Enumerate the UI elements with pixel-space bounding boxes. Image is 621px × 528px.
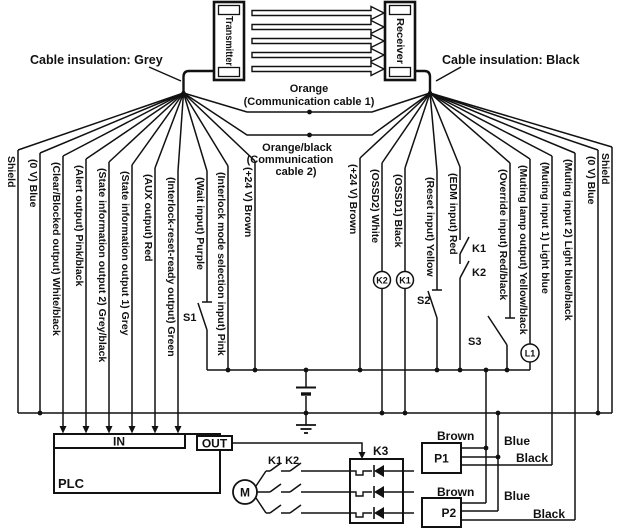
comm-cable2-desc2: cable 2) bbox=[276, 166, 317, 178]
wire-label: Shield bbox=[5, 156, 17, 188]
p1-black-label: Black bbox=[516, 451, 548, 465]
lamp-l1 bbox=[520, 343, 540, 363]
switch-s1-label: S1 bbox=[183, 312, 196, 324]
wire-label: (0 V) Blue bbox=[27, 159, 39, 208]
wire-label: (State information output 2) Grey/black bbox=[96, 168, 108, 362]
transmitter-box bbox=[212, 0, 246, 82]
grey-cable-label: Cable insulation: Grey bbox=[30, 53, 163, 67]
wire-label: (AUX output) Red bbox=[142, 174, 154, 261]
wire-label: Shield bbox=[599, 153, 611, 185]
receiver-box bbox=[383, 0, 417, 82]
comm-cable1-desc: (Communication cable 1) bbox=[244, 96, 375, 108]
relay-coil-k2-label: K2 bbox=[376, 276, 388, 286]
right-fan bbox=[359, 92, 613, 172]
sensor-p2 bbox=[421, 497, 462, 528]
black-cable-pointer bbox=[435, 66, 462, 82]
p2-brown-label: Brown bbox=[437, 485, 474, 499]
switch-s1 bbox=[197, 301, 212, 331]
contactor-k3 bbox=[349, 458, 414, 524]
in-arrowheads bbox=[59, 426, 182, 434]
relay-coil-k1-label: K1 bbox=[399, 276, 411, 286]
wire-label: (Interlock mode selection input) Pink bbox=[215, 172, 227, 356]
left-vertical-wires bbox=[17, 150, 256, 427]
power-rail-24v bbox=[207, 367, 530, 373]
sensor-wiring bbox=[461, 370, 575, 521]
wire-label: (Muting lamp output) Yellow/black bbox=[517, 165, 529, 335]
battery-symbol bbox=[296, 370, 316, 413]
out-port-label: OUT bbox=[202, 437, 228, 451]
beam-arrows bbox=[251, 5, 386, 77]
wire-label: (0 V) Blue bbox=[585, 156, 597, 205]
left-wire-labels: Shield (0 V) Blue (Clear/Blocked output)… bbox=[5, 156, 254, 362]
sensor-p1 bbox=[421, 442, 462, 474]
motor-m-label: M bbox=[240, 486, 250, 500]
power-rail-0v bbox=[18, 410, 612, 416]
wire-label: (Muting input 1) Light blue bbox=[539, 162, 551, 294]
p2-black-label: Black bbox=[533, 507, 565, 521]
ground-symbol bbox=[296, 413, 316, 434]
contact-k1k2 bbox=[255, 462, 350, 514]
out-wire bbox=[232, 442, 366, 459]
p1-brown-label: Brown bbox=[437, 429, 474, 443]
switch-s3 bbox=[487, 315, 515, 346]
contactor-k3-label: K3 bbox=[373, 444, 389, 458]
right-vertical-wires bbox=[359, 147, 613, 520]
left-fan bbox=[17, 92, 256, 172]
wire-label: (EDM input) Red bbox=[447, 173, 459, 255]
comm-cable1-name: Orange bbox=[290, 83, 329, 95]
wire-label: (Wait input) Purple bbox=[194, 177, 206, 270]
edm-k1-label: K1 bbox=[472, 243, 486, 255]
wire-label: (Alert output) Pink/black bbox=[73, 165, 85, 287]
wire-label: (Reset input) Yellow bbox=[424, 177, 436, 277]
right-wire-labels: (+24 V) Brown (OSSD2) White (OSSD1) Blac… bbox=[347, 153, 611, 335]
edm-contacts bbox=[459, 236, 470, 279]
lamp-l1-label: L1 bbox=[525, 349, 536, 359]
wire-label: (OSSD1) Black bbox=[392, 174, 404, 248]
grey-cable-pointer bbox=[148, 66, 182, 82]
wire-label: (+24 V) Brown bbox=[347, 164, 359, 234]
in-port-label: IN bbox=[113, 435, 125, 449]
wire-label: (State information output 1) Grey bbox=[119, 171, 131, 336]
plc-label: PLC bbox=[58, 476, 85, 491]
sensor-p2-label: P2 bbox=[442, 506, 457, 520]
plc-box bbox=[53, 433, 233, 494]
in-port-box bbox=[53, 433, 186, 449]
comm-cable2-name: Orange/black bbox=[262, 142, 333, 154]
edm-k2-label: K2 bbox=[472, 267, 486, 279]
black-cable-label: Cable insulation: Black bbox=[442, 53, 580, 67]
wire-label: (Muting input 2) Light blue/black bbox=[562, 159, 574, 321]
wire-label: (Override input) Red/black bbox=[497, 169, 509, 300]
contact-k1k2-label: K1 K2 bbox=[268, 455, 299, 467]
wire-label: (Interlock-reset-ready output) Green bbox=[165, 177, 177, 357]
comm-cable-1 bbox=[183, 92, 431, 115]
sensor-p1-label: P1 bbox=[434, 452, 449, 466]
p2-blue-label: Blue bbox=[504, 489, 530, 503]
switch-s3-label: S3 bbox=[468, 336, 481, 348]
wire-label: (Clear/Blocked output) White/black bbox=[50, 162, 62, 336]
receiver-label: Receiver bbox=[394, 18, 405, 64]
relay-coil-k1 bbox=[395, 270, 415, 290]
p1-blue-label: Blue bbox=[504, 434, 530, 448]
wire-label: (OSSD2) White bbox=[369, 169, 381, 243]
transmitter-label: Transmitter bbox=[223, 16, 234, 66]
relay-coil-k2 bbox=[372, 270, 392, 290]
wire-label: (+24 V) Brown bbox=[242, 167, 254, 237]
comm-cable-2 bbox=[183, 92, 431, 138]
cable-elbows bbox=[182, 69, 432, 93]
switch-s2 bbox=[427, 289, 442, 319]
switch-s2-label: S2 bbox=[417, 295, 430, 307]
comm-cable2-desc1: (Communication bbox=[247, 154, 334, 166]
